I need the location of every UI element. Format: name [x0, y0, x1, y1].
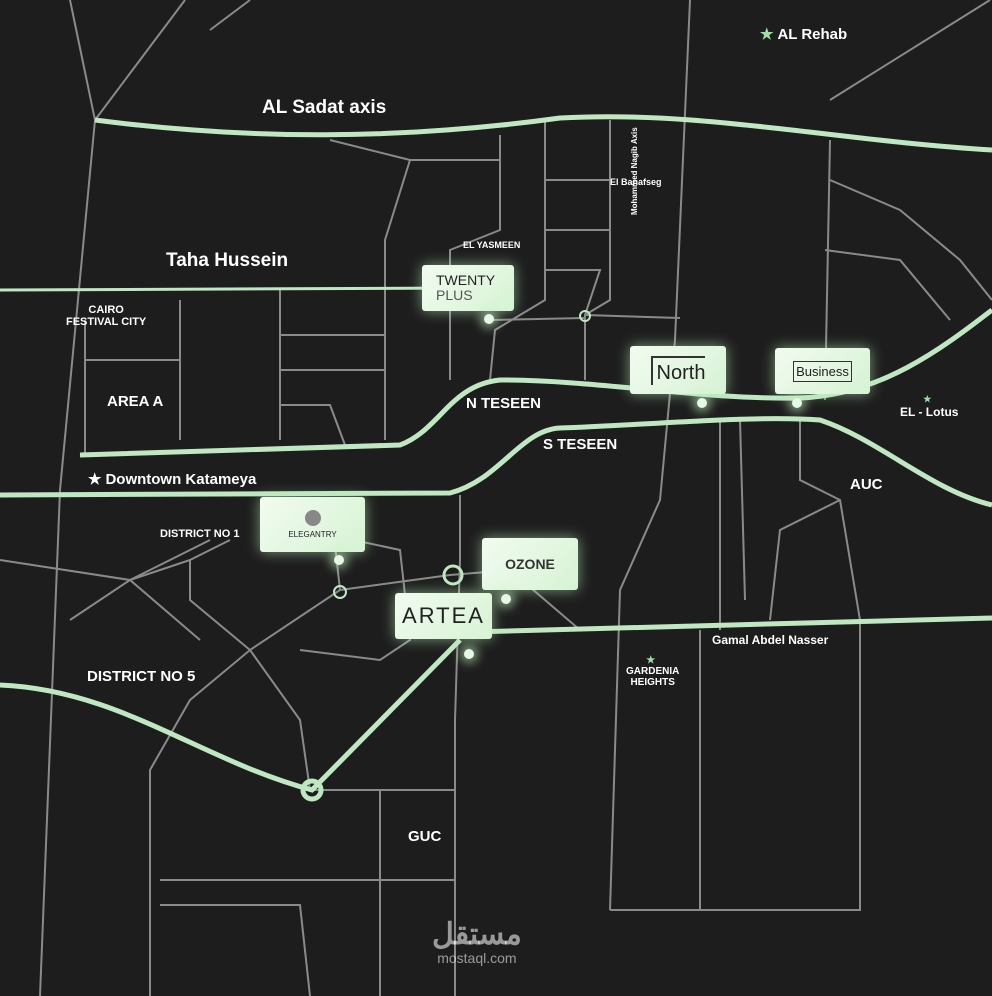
- road-label-sadat: AL Sadat axis: [262, 97, 387, 118]
- road-label-yasmeen: EL YASMEEN: [463, 240, 521, 250]
- watermark-latin: mostaql.com: [437, 950, 517, 966]
- road-sadat: [94, 114, 992, 153]
- road-s-teseen: [0, 416, 992, 508]
- project-north[interactable]: North: [630, 346, 726, 394]
- project-ozone[interactable]: OZONE: [482, 538, 578, 590]
- road-label-gamal: Gamal Abdel Nasser: [712, 633, 829, 647]
- pin-icon[interactable]: [464, 649, 474, 659]
- place-district-1: DISTRICT NO 1: [160, 528, 240, 540]
- road-diagonal: [0, 638, 462, 793]
- place-rehab-label: AL Rehab: [777, 26, 848, 43]
- elegantry-label: ELEGANTRY: [288, 530, 337, 539]
- road-label-naguib: Mohammed Nagib Axis: [630, 127, 639, 215]
- project-artea[interactable]: ARTEA: [395, 593, 492, 639]
- star-icon: ★: [646, 655, 656, 666]
- artea-label: ARTEA: [402, 603, 485, 628]
- watermark-arabic: مستقل: [432, 918, 522, 951]
- main-roads: [0, 114, 992, 802]
- project-business[interactable]: Business: [775, 348, 870, 394]
- place-district-5: DISTRICT NO 5: [87, 668, 196, 685]
- star-icon: ★: [923, 394, 932, 404]
- place-downtown-label: Downtown Katameya: [105, 471, 257, 488]
- place-lotus-label: EL - Lotus: [900, 405, 959, 419]
- place-cfc: CAIRO FESTIVAL CITY: [66, 304, 147, 328]
- pin-icon[interactable]: [334, 555, 344, 565]
- business-label: Business: [793, 360, 852, 382]
- place-lotus: ★EL - Lotus: [900, 394, 958, 419]
- road-gamal: [469, 615, 992, 635]
- place-downtown: ★Downtown Katameya: [88, 470, 256, 488]
- twenty-label: TWENTY: [436, 272, 496, 288]
- road-label-taha: Taha Hussein: [166, 250, 289, 271]
- road-label-n-teseen: N TESEEN: [466, 395, 542, 412]
- star-icon: ★: [88, 471, 102, 488]
- pin-icon[interactable]: [792, 398, 802, 408]
- pin-icon[interactable]: [501, 594, 511, 604]
- pin-icon[interactable]: [484, 314, 494, 324]
- road-label-s-teseen: S TESEEN: [543, 436, 618, 453]
- place-auc: AUC: [850, 476, 883, 493]
- project-elegantry[interactable]: ELEGANTRY: [260, 497, 365, 552]
- star-icon: ★: [760, 26, 774, 43]
- place-area-a: AREA A: [107, 393, 164, 410]
- road-label-banafseg: El Banafseg: [610, 177, 662, 187]
- place-rehab: ★AL Rehab: [760, 25, 847, 43]
- north-label: North: [650, 355, 706, 385]
- place-gardenia: ★GARDENIA HEIGHTS: [626, 655, 679, 688]
- place-guc: GUC: [408, 828, 442, 845]
- elegantry-logo-icon: [304, 510, 321, 526]
- place-gardenia-label: GARDENIA HEIGHTS: [626, 666, 680, 688]
- pin-icon[interactable]: [697, 398, 707, 408]
- ozone-label: OZONE: [505, 556, 555, 572]
- plus-label: PLUS: [436, 287, 473, 303]
